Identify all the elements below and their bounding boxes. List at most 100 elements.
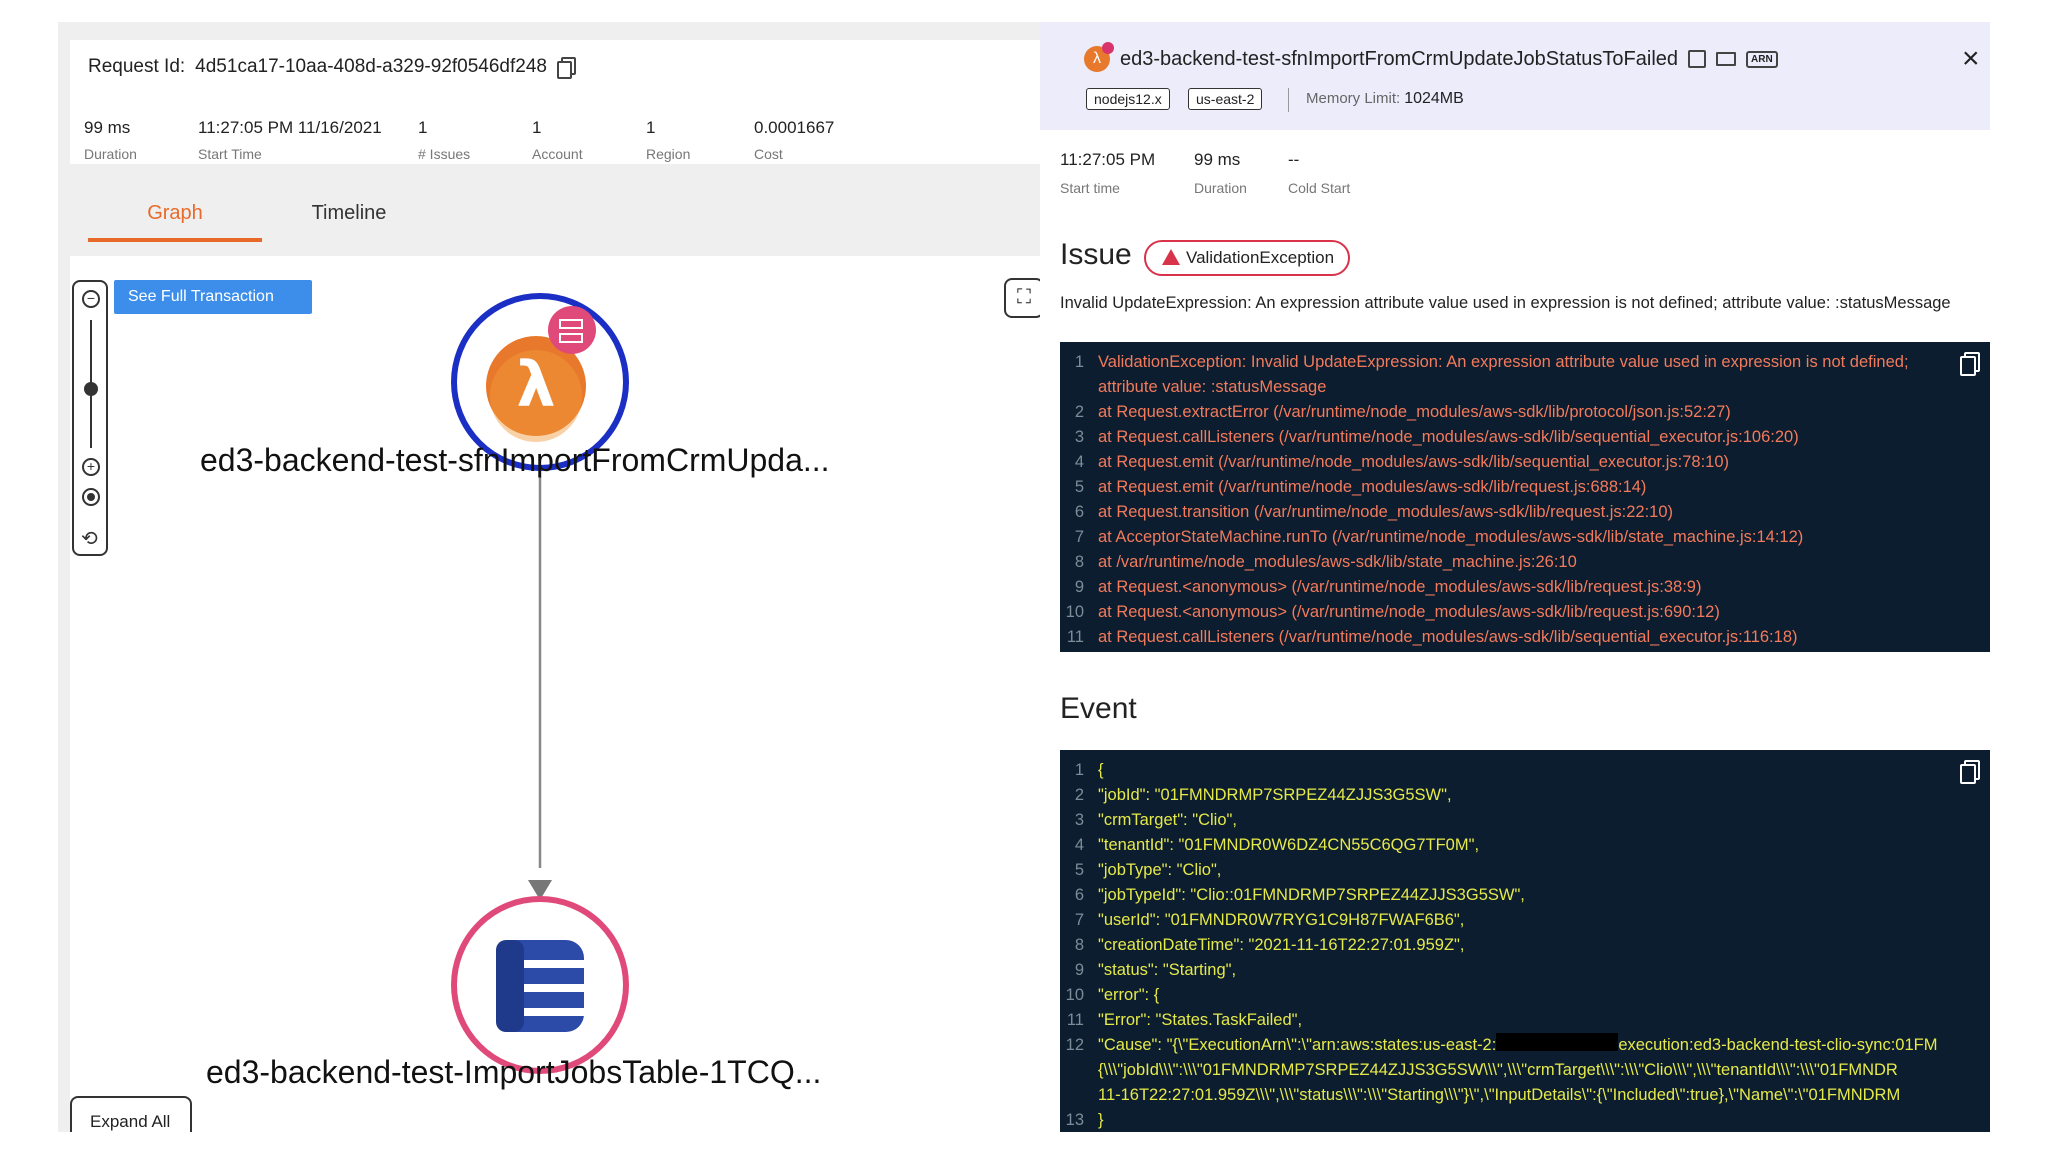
expand-all-button[interactable]: Expand All	[70, 1096, 192, 1132]
zoom-slider-handle[interactable]	[84, 382, 98, 396]
copy-icon[interactable]	[556, 57, 576, 79]
arn-icon[interactable]: ARN	[1746, 50, 1778, 68]
line-number: 4	[1074, 453, 1084, 471]
line-number: 2	[1074, 786, 1084, 804]
line-text: at Request.extractError (/var/runtime/no…	[1098, 403, 1731, 421]
metric-caption: Account	[532, 146, 583, 162]
event-json-block[interactable]: 1 {2 "jobId": "01FMNDRMP7SRPEZ44ZJJS3G5SW…	[1060, 750, 1990, 1132]
graph-canvas[interactable]: − + ⟲ See Full Transaction ⛶ λ	[70, 256, 1040, 1132]
code-line: 4 "tenantId": "01FMNDR0W6DZ4CN55C6QG7TF0…	[1060, 833, 1990, 858]
metric-cost: 0.0001667 Cost	[754, 118, 834, 162]
line-number: 3	[1074, 811, 1084, 829]
line-number: 4	[1074, 836, 1084, 854]
center-icon[interactable]	[82, 488, 100, 506]
stat-caption: Start time	[1060, 180, 1120, 196]
line-number	[1060, 1083, 1098, 1108]
code-line: 2 "jobId": "01FMNDRMP7SRPEZ44ZJJS3G5SW",	[1060, 783, 1990, 808]
lambda-node-label[interactable]: ed3-backend-test-sfnImportFromCrmUpda...	[200, 442, 830, 478]
line-text: "Cause": "{\"ExecutionArn\":\"arn:aws:st…	[1098, 1036, 1497, 1054]
reset-layout-icon[interactable]: ⟲	[81, 528, 98, 550]
metric-duration: 99 ms Duration	[84, 118, 137, 162]
line-text: {\\\"jobId\\\":\\\"01FMNDRMP7SRPEZ44ZJJS…	[1098, 1061, 1898, 1079]
event-heading: Event	[1060, 692, 1137, 725]
event-json-lines: 1 {2 "jobId": "01FMNDRMP7SRPEZ44ZJJS3G5SW…	[1060, 758, 1990, 1132]
stat-value: 11:27:05 PM	[1060, 150, 1156, 169]
line-text: "error": {	[1098, 986, 1160, 1004]
code-line: 5 at Request.emit (/var/runtime/node_mod…	[1060, 475, 1990, 500]
code-line: 11 "Error": "States.TaskFailed",	[1060, 1008, 1990, 1033]
code-line: 4 at Request.emit (/var/runtime/node_mod…	[1060, 450, 1990, 475]
code-line: {\\\"jobId\\\":\\\"01FMNDRMP7SRPEZ44ZJJS…	[1060, 1058, 1990, 1083]
zoom-out-icon[interactable]: −	[82, 290, 100, 308]
redacted-block	[1496, 1033, 1619, 1051]
code-line: 10 "error": {	[1060, 983, 1990, 1008]
metric-value: 1	[646, 118, 656, 137]
lambda-icon: λ	[1084, 42, 1114, 72]
line-text: ValidationException: Invalid UpdateExpre…	[1098, 353, 1909, 371]
line-number: 13	[1065, 1111, 1084, 1129]
line-number: 9	[1074, 578, 1084, 596]
line-text: at /var/runtime/node_modules/aws-sdk/lib…	[1098, 553, 1577, 571]
dynamodb-node-label[interactable]: ed3-backend-test-ImportJobsTable-1TCQ...	[206, 1054, 822, 1090]
function-name: ed3-backend-test-sfnImportFromCrmUpdateJ…	[1120, 47, 1679, 70]
metric-caption: Duration	[84, 146, 137, 162]
dynamodb-node[interactable]	[451, 896, 629, 1074]
line-number: 6	[1074, 886, 1084, 904]
line-text: "status": "Starting",	[1098, 961, 1237, 979]
line-text: 11-16T22:27:01.959Z\\\",\\\"status\\\":\…	[1098, 1086, 1901, 1104]
line-number: 2	[1074, 403, 1084, 421]
line-text: "jobTypeId": "Clio::01FMNDRMP7SRPEZ44ZJJ…	[1098, 886, 1525, 904]
tab-timeline[interactable]: Timeline	[311, 202, 387, 224]
detail-header: λ ed3-backend-test-sfnImportFromCrmUpdat…	[1040, 22, 1990, 130]
graph-svg: λ	[451, 293, 629, 1074]
edge-arrowhead	[528, 880, 552, 900]
line-text: {	[1098, 761, 1104, 779]
line-number: 8	[1074, 936, 1084, 954]
stat-value: --	[1288, 150, 1300, 169]
zoom-in-icon[interactable]: +	[82, 458, 100, 476]
copy-icon[interactable]	[1960, 760, 1980, 784]
line-text: }	[1098, 1111, 1104, 1129]
issue-badge: ValidationException	[1144, 240, 1351, 276]
code-line: 10 at Request.<anonymous> (/var/runtime/…	[1060, 600, 1990, 625]
issue-message: Invalid UpdateExpression: An expression …	[1060, 294, 1951, 312]
line-text: at Request.callListeners (/var/runtime/n…	[1098, 428, 1799, 446]
line-number: 11	[1066, 1011, 1084, 1029]
code-line: 8 "creationDateTime": "2021-11-16T22:27:…	[1060, 933, 1990, 958]
close-icon[interactable]: ×	[1962, 42, 1980, 75]
line-text: at Request.transition (/var/runtime/node…	[1098, 503, 1674, 521]
metric-value: 0.0001667	[754, 118, 835, 137]
line-text: "creationDateTime": "2021-11-16T22:27:01…	[1098, 936, 1465, 954]
console-icon[interactable]	[1716, 52, 1737, 66]
copy-icon[interactable]	[1688, 50, 1707, 68]
line-number: 12	[1065, 1036, 1084, 1054]
line-number: 1	[1074, 761, 1084, 779]
code-line: 7 at AcceptorStateMachine.runTo (/var/ru…	[1060, 525, 1990, 550]
tab-graph[interactable]: Graph	[88, 190, 262, 242]
copy-icon[interactable]	[1960, 352, 1980, 376]
detail-panel: λ ed3-backend-test-sfnImportFromCrmUpdat…	[1040, 22, 1990, 1132]
code-line: 9 "status": "Starting",	[1060, 958, 1990, 983]
code-line: 3 "crmTarget": "Clio",	[1060, 808, 1990, 833]
line-text: at Request.emit (/var/runtime/node_modul…	[1098, 453, 1729, 471]
metric-region: 1 Region	[646, 118, 690, 162]
see-full-transaction-button[interactable]: See Full Transaction	[114, 280, 312, 314]
line-text: "tenantId": "01FMNDR0W6DZ4CN55C6QG7TF0M"…	[1098, 836, 1480, 854]
runtime-badge: nodejs12.x	[1086, 88, 1170, 110]
line-number: 10	[1065, 986, 1084, 1004]
line-text: "jobId": "01FMNDRMP7SRPEZ44ZJJS3G5SW",	[1098, 786, 1452, 804]
request-summary: Request Id: 4d51ca17-10aa-408d-a329-92f0…	[70, 40, 1040, 164]
line-text: "userId": "01FMNDR0W7RYG1C9H87FWAF6B6",	[1098, 911, 1465, 929]
code-line: 2 at Request.extractError (/var/runtime/…	[1060, 400, 1990, 425]
line-text: "crmTarget": "Clio",	[1098, 811, 1237, 829]
stat-cold-start: -- Cold Start	[1288, 150, 1350, 196]
code-line: 6 at Request.transition (/var/runtime/no…	[1060, 500, 1990, 525]
line-text: at Request.<anonymous> (/var/runtime/nod…	[1098, 578, 1702, 596]
fullscreen-icon[interactable]: ⛶	[1004, 278, 1040, 318]
line-text: at Request.<anonymous> (/var/runtime/nod…	[1098, 603, 1720, 621]
metric-caption: Start Time	[198, 146, 262, 162]
metric-caption: Region	[646, 146, 691, 162]
